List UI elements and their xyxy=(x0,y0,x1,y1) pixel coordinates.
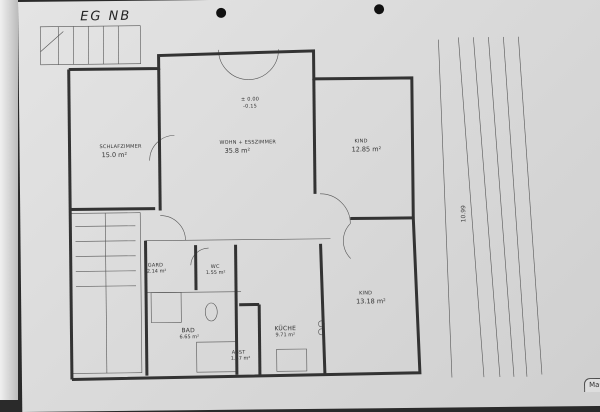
bathtub-fixture xyxy=(151,292,181,322)
room-area-kueche: 9.71 m² xyxy=(275,332,295,338)
handwritten-title: EG NB xyxy=(80,9,131,25)
room-name-schlafzimmer: SCHLAFZIMMER xyxy=(99,144,141,150)
room-area-gard: 2.14 m² xyxy=(147,268,167,274)
toilet-fixture xyxy=(205,303,217,321)
interior-wall xyxy=(350,218,413,219)
room-name-kind-2: KIND xyxy=(359,290,372,296)
room-area-abst: 1.47 m² xyxy=(231,356,251,362)
dimension-line xyxy=(438,39,452,377)
interior-wall xyxy=(146,241,147,376)
photo-background-edge xyxy=(0,0,18,400)
interior-wall xyxy=(70,209,155,210)
interior-wall xyxy=(259,304,260,374)
dimension-line xyxy=(488,37,514,377)
overall-depth-dimension: 10.99 xyxy=(460,205,467,222)
room-name-wohnen: WOHN + ESSZIMMER xyxy=(219,139,276,146)
title-block-stamp: Mauerwerk xyxy=(584,378,600,392)
interior-wall xyxy=(321,244,325,374)
interior-wall xyxy=(314,79,315,194)
room-area-kind-1: 12.85 m² xyxy=(352,145,382,153)
room-area-wc: 1.55 m² xyxy=(206,270,226,276)
level-top: ± 0.00 xyxy=(241,96,259,102)
floor-plan-drawing xyxy=(18,0,600,412)
room-area-schlafzimmer: 15.0 m² xyxy=(102,151,128,159)
stair-outline xyxy=(40,26,140,65)
interior-wall xyxy=(159,69,160,211)
level-bottom: -0.15 xyxy=(243,104,257,110)
dimension-line xyxy=(473,37,500,377)
room-area-bad: 6.65 m² xyxy=(179,334,199,340)
room-name-kind-1: KIND xyxy=(354,138,367,144)
dimension-line xyxy=(503,37,527,377)
dimension-line xyxy=(518,37,542,375)
floor-plan-sheet: EG NB SCHLAFZIMMER 15.0 m² WOHN + ESSZIM… xyxy=(18,0,600,412)
room-area-wohnen: 35.8 m² xyxy=(225,147,251,155)
stove-fixture xyxy=(277,349,307,371)
exterior-wall xyxy=(69,69,72,379)
room-area-kind-2: 13.18 m² xyxy=(356,297,386,305)
